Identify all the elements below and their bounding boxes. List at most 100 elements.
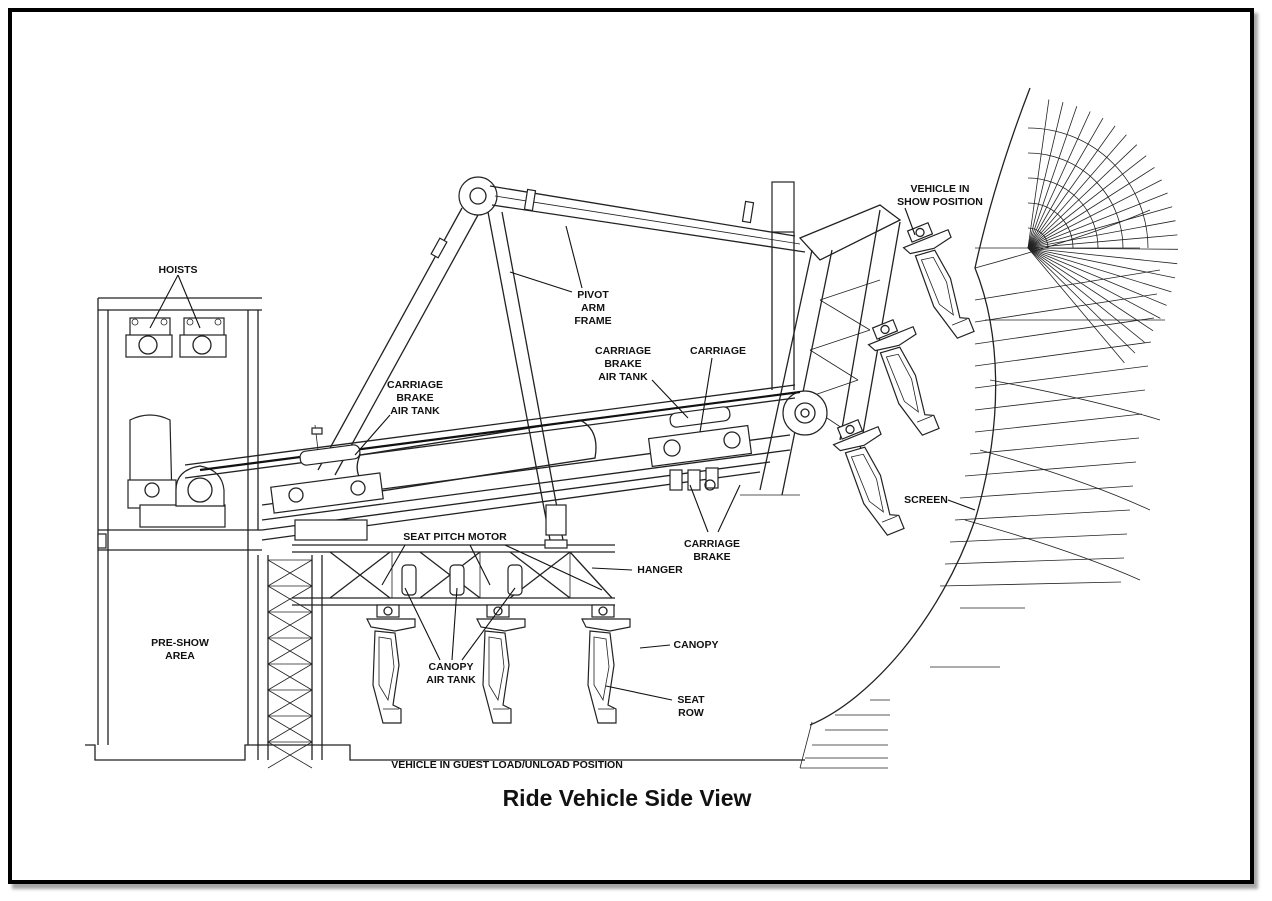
- seat-pivot: [493, 606, 503, 616]
- dome-ray: [974, 365, 1149, 389]
- dome-ray: [974, 317, 1155, 345]
- show-end-frame: [740, 204, 902, 496]
- seat-canopy: [581, 618, 631, 632]
- label-pre-show-area-2: AREA: [165, 650, 195, 662]
- dome-ray: [974, 341, 1152, 367]
- label-seat-row-2: ROW: [678, 707, 704, 719]
- dome-ring: [1027, 177, 1099, 249]
- dome-grid-rays: [939, 99, 1179, 587]
- label-carriage-brake-air-tank-left-3: AIR TANK: [390, 405, 440, 417]
- pivot-arm-frame: [317, 176, 806, 541]
- dome-ray: [1027, 167, 1155, 249]
- dome-ray: [964, 461, 1137, 477]
- seat-back: [885, 353, 919, 413]
- dome-ray: [974, 269, 1161, 301]
- seat-row-shape: [587, 630, 617, 724]
- seat-canopy: [366, 618, 416, 632]
- inclined-track: [184, 384, 801, 541]
- label-seat-row-1: SEAT: [677, 694, 705, 706]
- leader-lines: [149, 207, 976, 701]
- label-pivot-arm-frame-1: PIVOT: [577, 289, 609, 301]
- seat-row-shape: [844, 446, 905, 536]
- tower-brace: [267, 611, 313, 639]
- tower-brace: [267, 663, 313, 691]
- label-vehicle-in-show-position-2: SHOW POSITION: [897, 196, 983, 208]
- drive-motor: [127, 414, 226, 528]
- label-canopy-air-tank-2: AIR TANK: [426, 674, 476, 686]
- seat-pivot: [845, 424, 855, 435]
- seat-row-shape: [914, 249, 975, 339]
- dome-ray: [1027, 247, 1178, 265]
- seat-canopy: [902, 228, 952, 255]
- seat-row-load-3: [581, 604, 631, 724]
- carriage-left: [270, 424, 384, 514]
- dome-ray: [1027, 134, 1127, 249]
- label-carriage-brake-air-tank-right-1: CARRIAGE: [595, 345, 651, 357]
- seat-canopy: [476, 618, 526, 632]
- tower-brace: [267, 715, 313, 743]
- seat-back: [920, 256, 954, 316]
- label-carriage: CARRIAGE: [690, 345, 746, 357]
- seat-pivot: [383, 606, 393, 616]
- dome-ray: [944, 557, 1125, 565]
- support-tower: [257, 555, 323, 769]
- dome-ray: [1027, 247, 1161, 319]
- seat-footrest: [881, 515, 898, 523]
- seat-rows-load: [366, 604, 631, 724]
- label-vehicle-in-show-position-1: VEHICLE IN: [911, 183, 970, 195]
- dome-ray: [1027, 247, 1167, 306]
- floor: [85, 744, 805, 761]
- carriage-right: [647, 406, 753, 491]
- dome-ring: [974, 209, 1151, 269]
- label-carriage-brake-air-tank-right-2: BRAKE: [604, 358, 641, 370]
- label-pivot-arm-frame-2: ARM: [581, 302, 605, 314]
- dome-ring: [1027, 152, 1124, 249]
- label-pre-show-area-1: PRE-SHOW: [151, 637, 209, 649]
- hanger-truss: [292, 519, 615, 606]
- dome-grid-rings: [964, 127, 1165, 581]
- label-carriage-brake-air-tank-left-1: CARRIAGE: [387, 379, 443, 391]
- seat-back: [488, 636, 505, 702]
- dome-ray: [1027, 117, 1104, 249]
- seat-footrest: [951, 318, 968, 326]
- dome-steps: [800, 607, 1025, 769]
- dome-ray: [974, 293, 1158, 323]
- dome-ray: [949, 533, 1128, 543]
- seat-pivot: [915, 227, 925, 238]
- show-column: [771, 181, 795, 390]
- dome-ray: [1027, 125, 1116, 249]
- dome-ray: [1027, 234, 1178, 249]
- label-pivot-arm-frame-3: FRAME: [574, 315, 611, 327]
- dome-ray: [969, 437, 1140, 455]
- preshow-building: [97, 297, 262, 745]
- dome-ray: [974, 413, 1143, 433]
- hoist-right: [179, 317, 227, 358]
- dome-ray: [1027, 144, 1138, 249]
- dome-ray: [959, 485, 1134, 499]
- seat-hanger-block: [591, 604, 615, 618]
- dome-ray: [1027, 106, 1078, 249]
- label-screen: SCREEN: [904, 494, 948, 506]
- dome-ray: [1027, 247, 1154, 332]
- dome-ray: [1027, 247, 1136, 354]
- dome-ray: [1027, 220, 1176, 249]
- dome-ray: [1027, 206, 1173, 249]
- seat-hanger-block: [871, 318, 899, 340]
- labels: HOISTS CARRIAGE BRAKE AIR TANK PIVOT ARM…: [151, 183, 983, 811]
- seat-row-load-1: [366, 604, 416, 724]
- seat-row-show-3: [832, 418, 905, 536]
- dome-ray: [1027, 179, 1162, 249]
- dome-ray: [1027, 247, 1176, 279]
- hoist-left: [125, 317, 173, 358]
- seat-row-show-2: [867, 318, 940, 436]
- label-canopy-air-tank-1: CANOPY: [429, 661, 474, 673]
- label-carriage-brake-air-tank-left-2: BRAKE: [396, 392, 433, 404]
- seat-row-shape: [372, 630, 402, 724]
- dome-screen: [799, 87, 1179, 769]
- dome-ray: [1027, 192, 1168, 249]
- seat-row-show-1: [902, 221, 975, 339]
- dome-ring: [1027, 202, 1074, 249]
- seat-back: [593, 636, 610, 702]
- dome-ring: [964, 519, 1141, 581]
